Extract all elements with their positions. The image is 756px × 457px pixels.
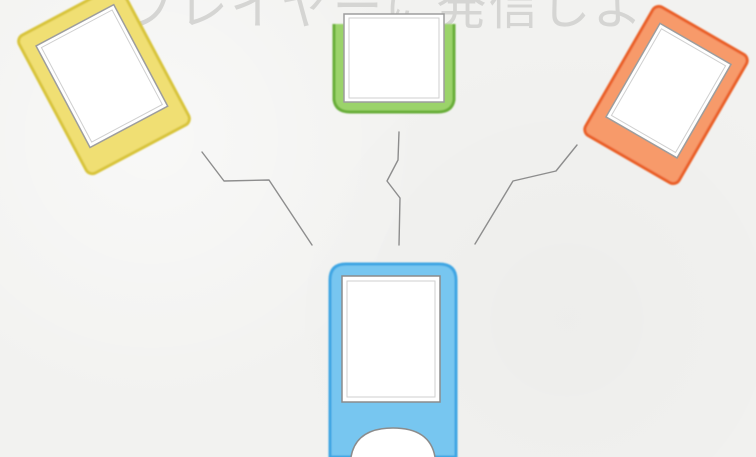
orange-player <box>582 4 750 186</box>
blue-player <box>330 264 456 457</box>
yellow-player <box>16 0 192 176</box>
green-player <box>334 14 454 112</box>
signal-icon <box>202 132 577 245</box>
